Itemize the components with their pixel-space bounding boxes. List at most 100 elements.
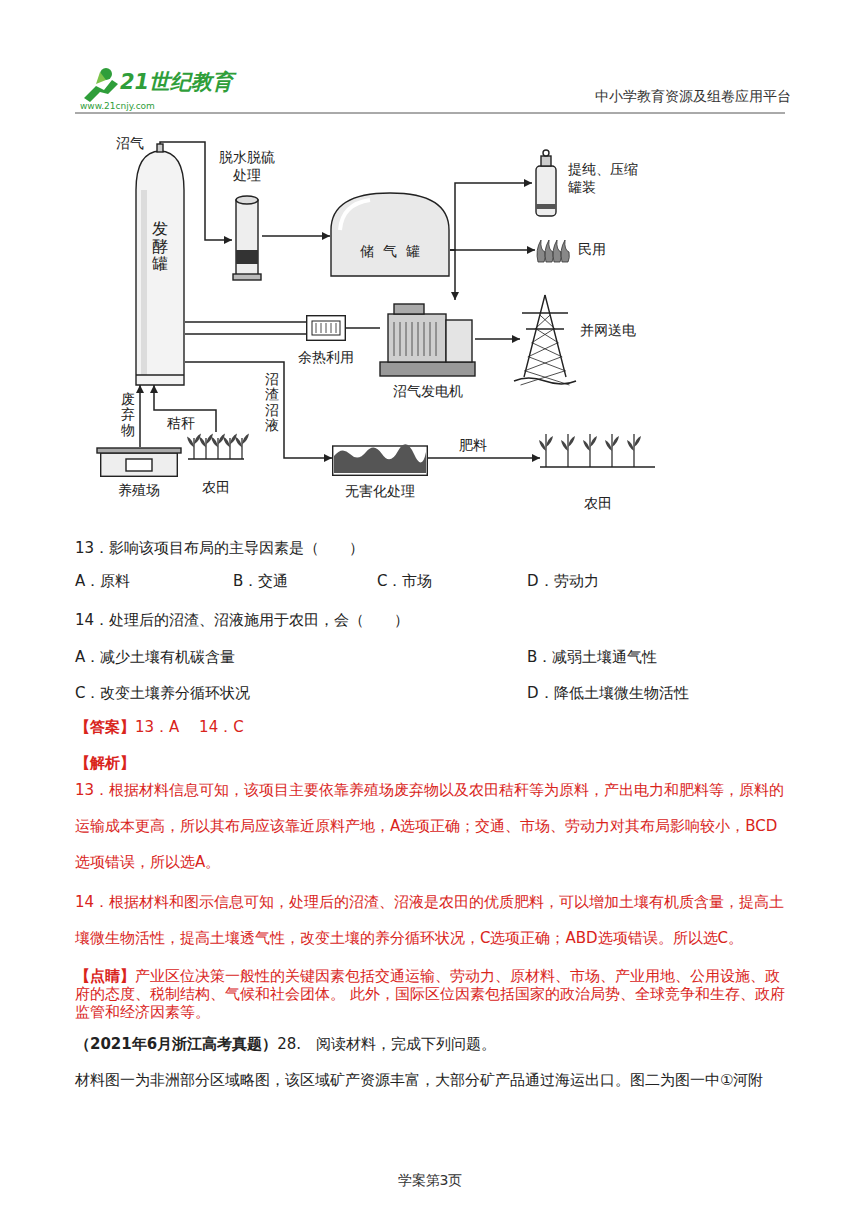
node-label: 农田 xyxy=(540,494,655,512)
label-text: 中小学教育资源及组卷应用平台 xyxy=(595,88,791,104)
text-line: 14．根据材料和图示信息可知，处理后的沼渣、沼液是农田的优质肥料，可以增加土壤有… xyxy=(75,884,787,956)
connector-line xyxy=(139,385,141,447)
diagram-node: 并网送电 xyxy=(520,295,570,385)
text-line: C．改变土壤养分循环状况 xyxy=(75,683,250,703)
text-line: C．市场 xyxy=(377,571,432,591)
node-icon xyxy=(535,236,570,262)
node-icon xyxy=(100,447,178,477)
node-label: 并网送电 xyxy=(580,321,636,339)
diagram-node: 农田 xyxy=(540,430,655,468)
label-text: 【答案】 xyxy=(75,718,135,736)
diagram-node: 脱水脱硫 处理 xyxy=(232,192,262,280)
diagram-node: 沼气发电机 xyxy=(380,300,475,378)
label-text: 28. 阅读材料，完成下列问题。 xyxy=(277,1035,496,1053)
connector xyxy=(262,236,330,237)
node-label: 提纯、压缩 罐装 xyxy=(568,160,646,196)
connector xyxy=(346,328,380,329)
text-line: 【解析】 xyxy=(75,753,135,773)
node-icon xyxy=(540,430,655,468)
connector-line xyxy=(262,235,330,237)
edge-label: 肥料 xyxy=(458,436,488,454)
diagram-node: 提纯、压缩 罐装 xyxy=(532,150,560,216)
label-text: 【点睛】 xyxy=(75,967,135,985)
logo-runner xyxy=(84,68,118,102)
node-icon xyxy=(306,315,346,341)
connector-line xyxy=(346,327,380,329)
node-label: 养殖场 xyxy=(100,481,178,499)
node-label: 余热利用 xyxy=(294,348,358,366)
node-icon xyxy=(532,150,560,216)
node-icon xyxy=(520,295,570,385)
node-label: 农田 xyxy=(188,478,244,496)
label-text: 沼气 xyxy=(116,135,144,151)
connector-line xyxy=(450,183,532,250)
text-line: B．交通 xyxy=(233,571,288,591)
text-line: 【点睛】产业区位决策一般性的关键因素包括交通运输、劳动力、原材料、市场、产业用地… xyxy=(75,967,787,1021)
connector xyxy=(154,385,216,432)
label-text: 【解析】 xyxy=(75,754,135,772)
edge-label: 废弃物 xyxy=(120,392,136,438)
label-text: B．减弱土壤通气性 xyxy=(527,648,657,666)
node-icon xyxy=(332,440,428,476)
text-line: D．劳动力 xyxy=(527,571,599,591)
node-icon xyxy=(232,192,262,280)
node-label: 民用 xyxy=(578,240,606,258)
connector xyxy=(450,250,535,251)
diagram-node: 余热利用 xyxy=(306,315,346,341)
diagram-node: 无害化处理 xyxy=(332,440,428,476)
text-line: www.21cnjy.com xyxy=(80,100,155,112)
text-line: 沼气 xyxy=(116,134,144,152)
text-line: D．降低土壤微生物活性 xyxy=(527,683,689,703)
diagram-node: 发酵罐 xyxy=(135,150,185,385)
text-line: 21世纪教育 xyxy=(120,72,233,92)
header-rule xyxy=(75,113,785,114)
label-text: A．减少土壤有机碳含量 xyxy=(75,648,235,666)
label-text: 产业区位决策一般性的关键因素包括交通运输、劳动力、原材料、市场、产业用地、公用设… xyxy=(75,967,785,1021)
connector xyxy=(450,183,532,250)
text-line: 中小学教育资源及组卷应用平台 xyxy=(595,86,791,106)
label-text: 21世纪教育 xyxy=(120,70,233,94)
edge-label: 沼渣沼液 xyxy=(264,372,280,434)
text-line: A．减少土壤有机碳含量 xyxy=(75,647,235,667)
text-line: 14．处理后的沼渣、沼液施用于农田，会（ ） xyxy=(75,610,409,630)
connector xyxy=(428,458,540,459)
label-text: D．劳动力 xyxy=(527,572,599,590)
diagram-node: 农田 xyxy=(188,432,244,460)
label-text: C．改变土壤养分循环状况 xyxy=(75,684,250,702)
node-icon xyxy=(380,300,475,378)
connector xyxy=(185,362,332,458)
text-line: 13．根据材料信息可知，该项目主要依靠养殖场废弃物以及农田秸秆等为原料，产出电力… xyxy=(75,772,787,880)
label-text: 13．影响该项目布局的主导因素是（ ） xyxy=(75,539,364,557)
label-text: D．降低土壤微生物活性 xyxy=(527,684,689,702)
connector-line xyxy=(450,250,455,300)
label-text: A．原料 xyxy=(75,572,130,590)
node-label: 沼气发电机 xyxy=(380,382,475,400)
text-line: 学案第3页 xyxy=(0,1170,860,1190)
text-line: A．原料 xyxy=(75,571,130,591)
connector-line xyxy=(428,457,540,459)
label-text: （2021年6月浙江高考真题） xyxy=(75,1035,277,1053)
connector-line xyxy=(450,249,535,251)
diagram-node: 养殖场 xyxy=(100,447,178,477)
text-line: 材料图一为非洲部分区域略图，该区域矿产资源丰富，大部分矿产品通过海运出口。图二为… xyxy=(75,1070,763,1090)
node-label: 发酵罐 xyxy=(152,220,168,273)
text-line: 【答案】13．A 14．C xyxy=(75,717,244,737)
connector xyxy=(140,385,141,447)
label-text: 14．根据材料和图示信息可知，处理后的沼渣、沼液是农田的优质肥料，可以增加土壤有… xyxy=(75,893,784,947)
text-line: B．减弱土壤通气性 xyxy=(527,647,657,667)
diagram-node: 储气罐 xyxy=(330,192,450,276)
label-text: 学案第3页 xyxy=(398,1172,463,1188)
connector-line xyxy=(185,333,306,335)
connector xyxy=(450,250,455,300)
connector-line xyxy=(185,362,332,458)
node-icon xyxy=(330,192,450,276)
connector-line xyxy=(154,385,216,432)
label-text: 13．A 14．C xyxy=(135,718,244,736)
label-text: www.21cnjy.com xyxy=(80,101,155,111)
connector-line xyxy=(185,321,306,323)
label-text: C．市场 xyxy=(377,572,432,590)
text-line: （2021年6月浙江高考真题）28. 阅读材料，完成下列问题。 xyxy=(75,1034,496,1054)
edge-label: 秸秆 xyxy=(166,414,196,432)
